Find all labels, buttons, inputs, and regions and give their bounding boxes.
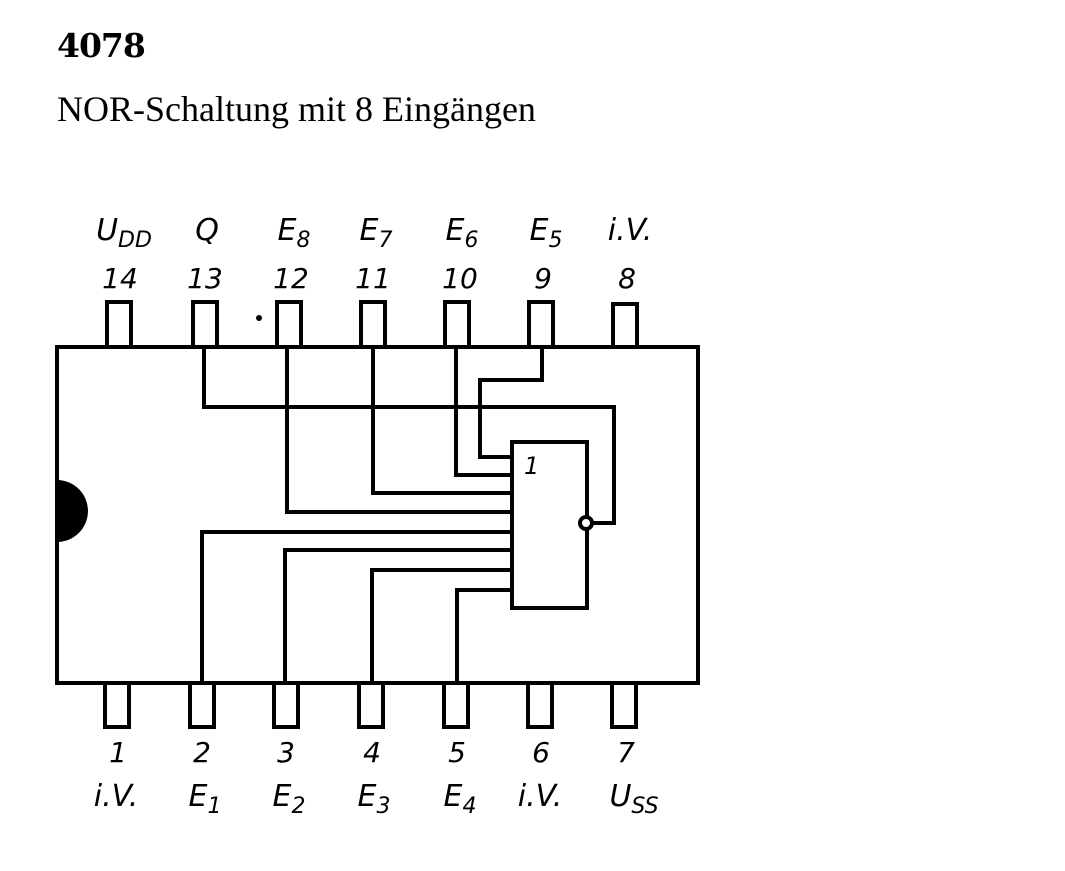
- top-pin-number: 12: [273, 262, 309, 295]
- bottom-pin-label: USS: [609, 779, 658, 819]
- top-pin-number: 10: [442, 262, 478, 295]
- wire-q: [202, 347, 616, 525]
- gate-symbol: 1: [524, 452, 539, 480]
- part-number: 4078: [57, 26, 146, 65]
- top-pin-number: 14: [102, 262, 138, 295]
- top-pin-label: E8: [278, 213, 311, 253]
- bottom-pin-label: E4: [444, 779, 477, 819]
- bottom-pin-label: i.V.: [94, 779, 139, 814]
- bottom-pin-number: 7: [617, 736, 635, 769]
- wire-e1: [200, 530, 512, 683]
- wire-e7: [371, 347, 512, 495]
- pin-6: [526, 681, 554, 729]
- wire-e6: [454, 347, 512, 477]
- top-pin-label: E6: [446, 213, 479, 253]
- pin-9: [527, 300, 555, 349]
- bottom-pin-label: E1: [189, 779, 222, 819]
- pin-13: [191, 300, 219, 349]
- pin-11: [359, 300, 387, 349]
- wire-e3: [370, 568, 512, 683]
- pin-4: [357, 681, 385, 729]
- top-pin-number: 8: [618, 262, 636, 295]
- bottom-pin-number: 2: [193, 736, 211, 769]
- bottom-pin-label: E3: [358, 779, 391, 819]
- top-pin-label: E5: [530, 213, 563, 253]
- bottom-pin-number: 3: [277, 736, 295, 769]
- pin-5: [442, 681, 470, 729]
- wire-e5: [478, 347, 544, 459]
- top-pin-label: UDD: [96, 213, 152, 253]
- pin-1-marker-dot: [256, 315, 262, 321]
- top-pin-label: Q: [195, 213, 219, 248]
- bottom-pin-label: E2: [273, 779, 306, 819]
- top-pin-stubs: [105, 300, 639, 349]
- top-pin-label: i.V.: [608, 213, 653, 248]
- bottom-pin-number: 4: [363, 736, 381, 769]
- package-notch: [57, 480, 88, 542]
- top-pin-number: 9: [534, 262, 552, 295]
- pin-2: [188, 681, 216, 729]
- bottom-pin-label: i.V.: [518, 779, 563, 814]
- pin-8: [611, 302, 639, 349]
- pin-12: [275, 300, 303, 349]
- bottom-pin-number: 1: [109, 736, 127, 769]
- top-pin-number: 13: [187, 262, 223, 295]
- bottom-pin-stubs: [103, 681, 638, 729]
- bottom-pin-number: 6: [532, 736, 550, 769]
- pin-7: [610, 681, 638, 729]
- top-pin-number: 11: [355, 262, 391, 295]
- bottom-pin-number: 5: [448, 736, 466, 769]
- wire-e8: [285, 347, 512, 514]
- pin-14: [105, 300, 133, 349]
- internal-wiring: [200, 347, 616, 683]
- ic-package-body: [55, 345, 700, 685]
- part-description: NOR-Schaltung mit 8 Eingängen: [57, 89, 536, 129]
- top-pin-label: E7: [360, 213, 393, 253]
- inverter-bubble: [578, 515, 594, 531]
- wire-e4: [455, 588, 512, 683]
- pin-10: [443, 300, 471, 349]
- pin-1: [103, 681, 131, 729]
- wire-e2: [283, 548, 512, 683]
- pin-3: [272, 681, 300, 729]
